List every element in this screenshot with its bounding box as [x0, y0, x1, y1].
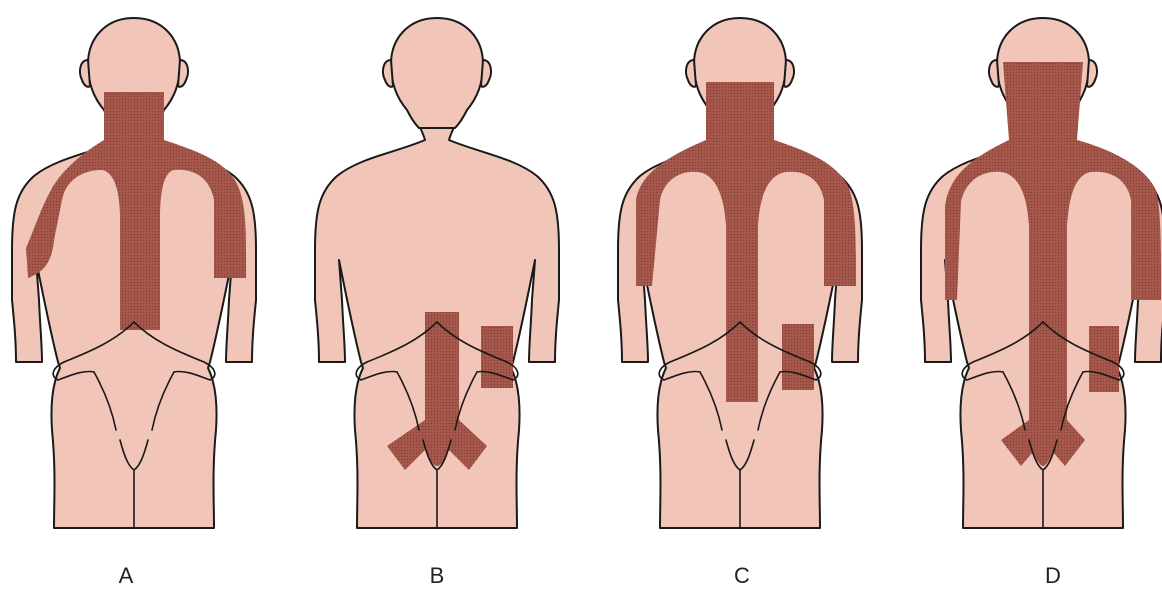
- panel-label-d: D: [1045, 563, 1061, 588]
- panel-d-figure: [921, 18, 1162, 528]
- panel-label-a: A: [119, 563, 134, 588]
- panel-label-c: C: [734, 563, 750, 588]
- panel-c-figure: [618, 18, 862, 528]
- panel-label-b: B: [430, 563, 445, 588]
- panel-b-figure: [315, 18, 559, 528]
- panel-a-figure: [12, 18, 256, 528]
